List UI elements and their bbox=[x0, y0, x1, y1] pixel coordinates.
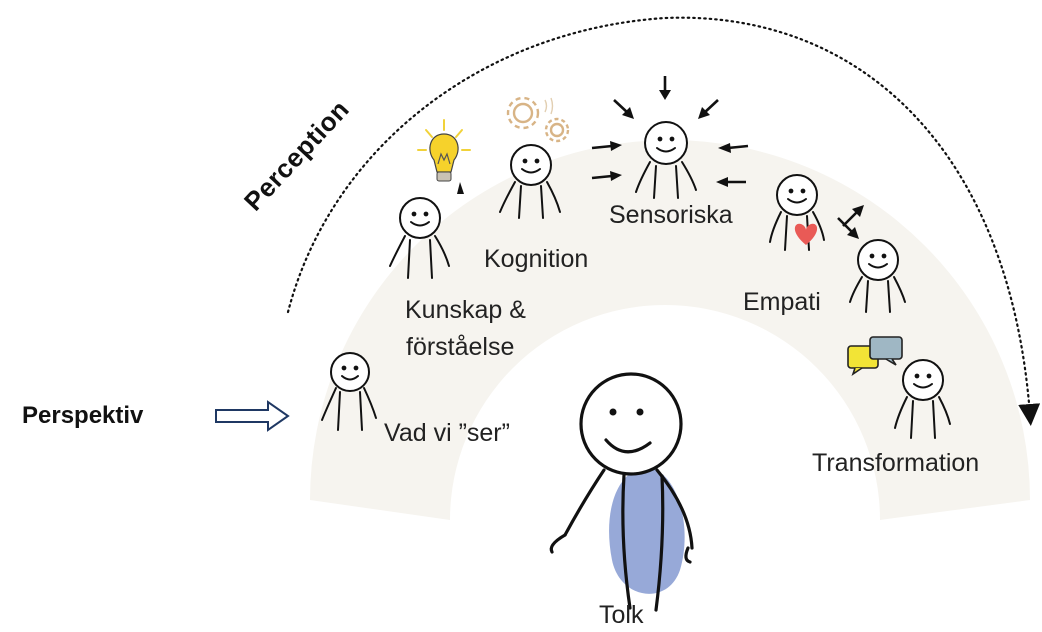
gears-icon bbox=[506, 96, 570, 143]
arrow-icon bbox=[591, 171, 622, 181]
arrow-icon bbox=[718, 143, 749, 153]
tolk-body bbox=[609, 468, 685, 594]
figure-empati bbox=[769, 174, 825, 251]
stage-label-kunskap-2: förståelse bbox=[406, 333, 515, 361]
figure-sensoriska bbox=[635, 121, 697, 199]
arrow-icon bbox=[613, 99, 634, 119]
exchange-arrows-icon bbox=[837, 205, 864, 239]
arrow-icon bbox=[591, 141, 622, 151]
stage-label-vad-vi-ser: Vad vi ”ser” bbox=[384, 419, 510, 447]
figure-kognition bbox=[499, 144, 561, 219]
center-label-tolk: Tolk bbox=[599, 601, 644, 629]
perspective-arrow-icon bbox=[215, 400, 290, 432]
stage-label-sensoriska: Sensoriska bbox=[609, 201, 733, 229]
stage-label-kunskap-1: Kunskap & bbox=[405, 296, 526, 324]
figure-tolk bbox=[549, 372, 694, 612]
arrow-icon bbox=[659, 76, 671, 100]
perspective-label: Perspektiv bbox=[22, 402, 144, 429]
figure-transformation bbox=[894, 359, 951, 439]
stage-label-kognition: Kognition bbox=[484, 245, 589, 273]
lightbulb-icon bbox=[417, 119, 471, 194]
figure-vad-vi-ser bbox=[321, 352, 377, 431]
figure-empati-partner bbox=[849, 239, 906, 313]
stage-label-empati: Empati bbox=[743, 288, 821, 316]
arrow-icon bbox=[698, 99, 719, 119]
sensory-arrows bbox=[591, 76, 749, 187]
figure-kunskap bbox=[389, 197, 450, 279]
speech-bubbles-icon bbox=[847, 336, 903, 376]
perception-arc bbox=[286, 16, 1041, 426]
arrow-icon bbox=[716, 177, 746, 187]
stage-label-transformation: Transformation bbox=[812, 449, 980, 477]
heart-icon bbox=[794, 223, 818, 245]
